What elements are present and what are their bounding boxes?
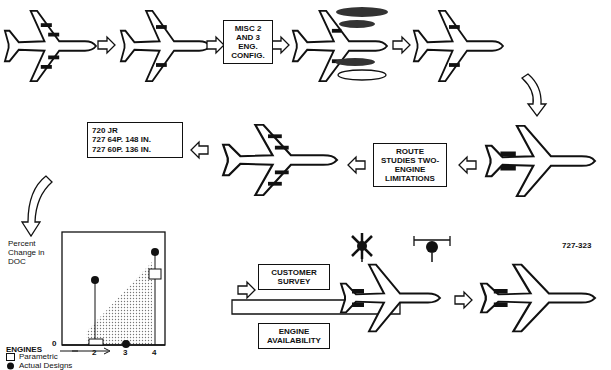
- flow-arrow: [459, 157, 476, 173]
- box-text: MISC 2 AND 3 ENG. CONFIG.: [228, 24, 268, 61]
- legend-row: Parametric: [6, 352, 58, 361]
- airplane: [293, 11, 387, 81]
- axis-value: 0: [52, 340, 56, 349]
- box-text: ROUTE STUDIES TWO-ENGINE LIMITATIONS: [378, 147, 442, 184]
- flow-arrow: [272, 37, 289, 53]
- airplane: [121, 11, 210, 81]
- legend-row: Actual Designs: [6, 361, 72, 370]
- box-text: CUSTOMER SURVEY: [263, 268, 325, 286]
- flow-arrow: [393, 37, 410, 53]
- parametric-swatch: [6, 353, 15, 361]
- legend-text: Actual Designs: [19, 361, 72, 370]
- flow-arrow: [22, 176, 52, 236]
- flow-arrow: [191, 142, 208, 158]
- engine-pods: [335, 7, 388, 80]
- flow-arrow: [348, 157, 365, 173]
- doc-chart: [60, 232, 165, 354]
- box-text: 727 60P. 136 IN.: [92, 145, 178, 154]
- flow-arrow: [207, 37, 224, 53]
- process-box: ENGINE AVAILABILITY: [258, 323, 330, 349]
- process-box: ROUTE STUDIES TWO-ENGINE LIMITATIONS: [373, 143, 447, 188]
- design-box: 720 JR727 64P. 148 IN.727 60P. 136 IN.: [87, 122, 183, 158]
- airplane: [223, 125, 337, 195]
- process-box: MISC 2 AND 3 ENG. CONFIG.: [223, 20, 273, 65]
- box-text: 720 JR: [92, 126, 178, 135]
- airplane: [486, 126, 595, 196]
- flow-arrow: [455, 292, 472, 308]
- box-text: 727 64P. 148 IN.: [92, 135, 178, 144]
- model-label: 727-323: [562, 242, 591, 251]
- airplane: [414, 11, 503, 81]
- axis-title: Percent Change in DOC: [8, 240, 58, 266]
- flow-arrow: [522, 74, 546, 116]
- axis-value: 4: [152, 349, 156, 358]
- actual-design-swatch: [6, 362, 15, 370]
- flow-arrow: [238, 282, 255, 298]
- process-box: CUSTOMER SURVEY: [258, 264, 330, 290]
- airplane: [5, 11, 96, 81]
- airplane: [341, 265, 440, 332]
- propfan-icon: [352, 233, 372, 262]
- axis-value: 2: [92, 349, 96, 358]
- airplane: [481, 265, 595, 332]
- propfan-icon: [414, 236, 450, 262]
- legend-text: Parametric: [19, 352, 58, 361]
- flow-arrow: [98, 37, 115, 53]
- axis-value: 3: [123, 349, 127, 358]
- box-text: ENGINE AVAILABILITY: [263, 327, 325, 345]
